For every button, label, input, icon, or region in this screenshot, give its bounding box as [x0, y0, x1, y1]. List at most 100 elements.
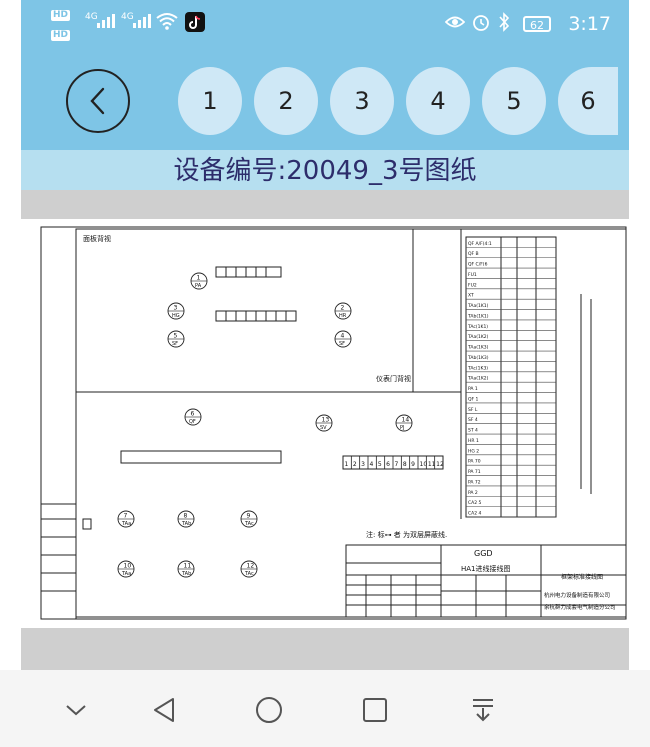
schematic-svg: 1PA3HG5SF6QF2HR4SF13SV14PJ7TAa8TAb9TAc10…: [40, 226, 627, 620]
svg-text:TAa: TAa: [121, 571, 131, 577]
device-symbol: 3HG: [167, 302, 185, 320]
terminal-table-row: TAa(1K2): [467, 376, 489, 382]
triangle-back-icon: [154, 698, 174, 722]
signal-icon-2: [133, 12, 151, 28]
terminal-table-row: CA2 5: [468, 500, 482, 506]
terminal-table-row: HR 1: [468, 438, 479, 444]
circle-home-icon: [256, 697, 282, 723]
svg-text:10: 10: [124, 563, 132, 570]
wifi-icon: [156, 13, 178, 30]
page-button-2[interactable]: 2: [254, 67, 318, 135]
terminal-number: 2: [353, 461, 357, 468]
terminal-table-row: ST 4: [468, 428, 478, 434]
svg-text:2: 2: [341, 305, 345, 312]
instrument-door-label: 仪表门背视: [376, 374, 411, 383]
svg-text:TAb: TAb: [181, 521, 191, 527]
drawing-name-label: HA1进线接线图: [461, 564, 511, 573]
title-bar: 设备编号:20049_3号图纸: [21, 150, 629, 190]
page-title: 设备编号:20049_3号图纸: [173, 156, 477, 186]
tiktok-icon: [185, 12, 205, 32]
project-label: 框架标准接线图: [561, 573, 603, 581]
nav-home-button[interactable]: [251, 692, 287, 728]
terminal-table-row: TAa(1K1): [467, 303, 489, 309]
status-time: 3:17: [568, 13, 611, 35]
svg-text:TAc: TAc: [244, 571, 254, 577]
terminal-number: 5: [378, 461, 382, 468]
svg-text:1: 1: [197, 275, 201, 282]
terminal-table-row: QF C/F(6: [468, 262, 488, 268]
svg-text:HG: HG: [172, 313, 180, 319]
terminal-table-row: TAc(1K1): [467, 324, 488, 330]
terminal-number: 6: [386, 461, 390, 468]
collapse-button[interactable]: [58, 692, 94, 728]
terminal-table-row: QF 1: [468, 396, 479, 402]
top-separator: [21, 190, 629, 219]
page-button-1[interactable]: 1: [178, 67, 242, 135]
svg-text:4: 4: [341, 333, 345, 340]
svg-text:PA: PA: [195, 283, 202, 289]
terminal-table-row: TAa(1K3): [467, 345, 489, 351]
svg-text:13: 13: [322, 417, 330, 424]
terminal-table-row: QF B: [468, 251, 479, 257]
nav-notifications-button[interactable]: [465, 692, 501, 728]
svg-text:TAa: TAa: [121, 521, 131, 527]
svg-text:8: 8: [184, 513, 188, 520]
terminal-number: 8: [403, 461, 407, 468]
page-button-5[interactable]: 5: [482, 67, 546, 135]
hd-badge-2: HD: [51, 30, 71, 41]
terminal-table-row: PA 72: [468, 479, 481, 485]
page-button-3[interactable]: 3: [330, 67, 394, 135]
terminal-table-row: FU2: [468, 282, 477, 288]
terminal-table-row: TAb(1K1): [467, 313, 489, 319]
nav-recents-button[interactable]: [357, 692, 393, 728]
battery-indicator: 62: [523, 16, 551, 32]
svg-text:TAc: TAc: [244, 521, 254, 527]
back-button[interactable]: [66, 69, 130, 133]
terminal-number: 9: [411, 461, 415, 468]
svg-text:7: 7: [124, 513, 128, 520]
svg-text:QF: QF: [189, 419, 196, 425]
device-symbol: 6QF: [184, 408, 202, 426]
eye-icon: [445, 16, 465, 28]
terminal-table-row: XT: [468, 293, 474, 299]
terminal-number: 7: [395, 461, 399, 468]
terminal-table-row: QF A/F(4:1: [468, 241, 492, 247]
terminal-table-row: HG 2: [468, 448, 479, 454]
page-button-6[interactable]: 6: [558, 67, 618, 135]
device-symbol: 4SF: [334, 330, 352, 348]
terminal-number: 3: [361, 461, 365, 468]
hd-badge-1: HD: [51, 10, 71, 21]
signal-icon-1: [97, 12, 115, 28]
terminal-number: 11: [428, 461, 436, 468]
system-nav-bar: [0, 670, 650, 747]
terminal-number: 1: [345, 461, 349, 468]
terminal-table-row: FU1: [468, 272, 477, 278]
bluetooth-icon: [499, 12, 510, 32]
terminal-table-row: SF L: [468, 407, 478, 413]
svg-text:SV: SV: [320, 425, 327, 431]
terminal-number: 12: [436, 461, 444, 468]
ggd-label: GGD: [474, 549, 493, 558]
network-label-2: 4G: [121, 12, 134, 22]
svg-text:12: 12: [247, 563, 255, 570]
terminal-table-row: TAc(1K3): [467, 365, 488, 371]
network-label-1: 4G: [85, 12, 98, 22]
device-symbol: 5SF: [167, 330, 185, 348]
svg-text:11: 11: [184, 563, 192, 570]
page-button-4[interactable]: 4: [406, 67, 470, 135]
square-recents-icon: [363, 698, 387, 722]
svg-text:3: 3: [174, 305, 178, 312]
terminal-number: 10: [420, 461, 428, 468]
status-bar: HD HD 4G 4G 62 3:17: [21, 0, 629, 50]
terminal-table-row: SF 4: [468, 417, 478, 423]
bottom-separator: [21, 628, 629, 670]
svg-text:9: 9: [247, 513, 251, 520]
company2-label: 余杭群力成套电气制造分公司: [544, 603, 616, 611]
nav-back-button[interactable]: [146, 692, 182, 728]
